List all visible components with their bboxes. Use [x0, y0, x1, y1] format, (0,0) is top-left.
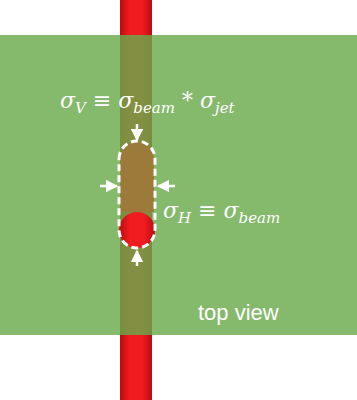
subscript-text: beam	[239, 209, 281, 227]
subscript-text: jet	[215, 99, 235, 117]
view-label: top view	[198, 300, 279, 326]
vertical-arrow	[136, 251, 139, 266]
horizontal-arrow	[158, 185, 175, 188]
subscript-text: H	[178, 209, 191, 227]
formula-text: top view	[198, 300, 279, 325]
jet-region	[0, 35, 357, 335]
formula-text: σ	[163, 198, 178, 223]
sigma-h-formula: σH ≡ σbeam	[163, 198, 280, 223]
formula-text: σ	[60, 88, 75, 113]
subscript-text: V	[75, 99, 86, 117]
formula-text: * σ	[175, 88, 215, 113]
sigma-v-formula: σV ≡ σbeam * σjet	[60, 88, 235, 113]
dashed-outline	[119, 141, 155, 248]
vertical-arrow	[136, 124, 139, 140]
horizontal-arrow	[100, 185, 117, 188]
formula-text: ≡ σ	[191, 198, 238, 223]
subscript-text: beam	[133, 99, 175, 117]
formula-text: ≡ σ	[86, 88, 133, 113]
overlap-region	[120, 142, 154, 212]
